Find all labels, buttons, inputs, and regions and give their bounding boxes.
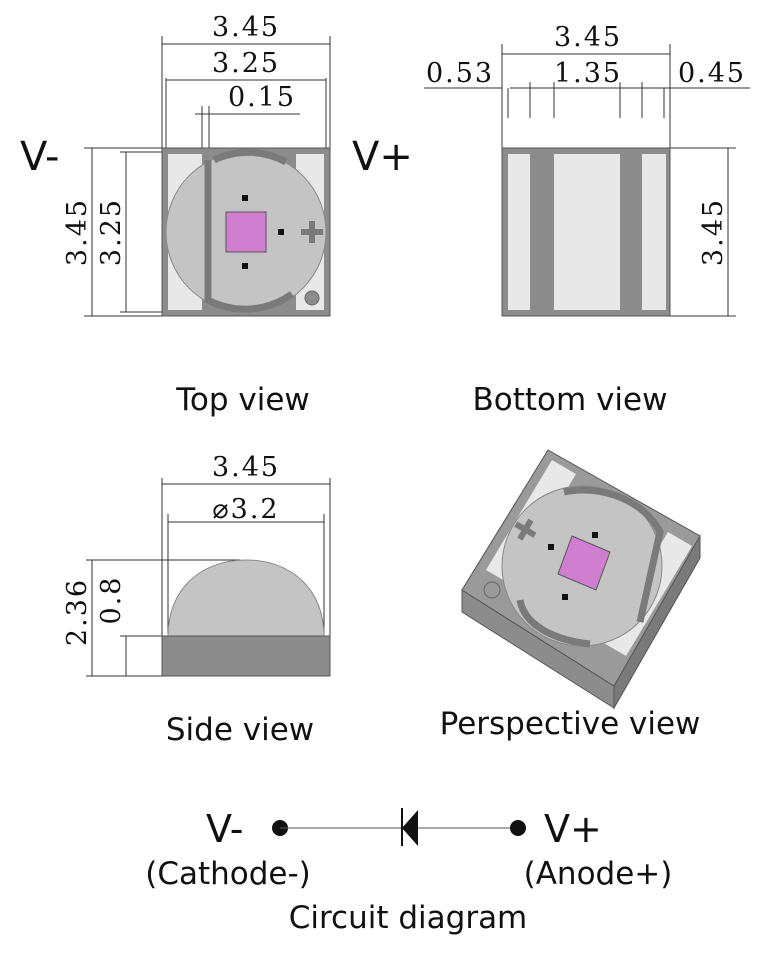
bottom-view: 3.45 0.53 1.35 0.45 3.45 Bottom view — [424, 22, 750, 418]
top-view: 3.45 3.25 0.15 3.45 3.25 V- V+ Top view — [20, 12, 413, 418]
side-view: 3.45 ⌀3.2 2.36 0.8 Side view — [62, 452, 331, 748]
side-package-base — [161, 635, 331, 677]
side-lens-dome — [167, 559, 325, 637]
bottom-dim-height: 3.45 — [698, 198, 729, 266]
circuit-diagram: V- V+ (Cathode-) (Anode+) Circuit diagra… — [145, 807, 672, 936]
persp-chip-dot-3 — [562, 594, 568, 600]
perspective-view: Perspective view — [440, 449, 701, 742]
side-dim-width: 3.45 — [212, 452, 280, 483]
circuit-cathode-label: (Cathode-) — [145, 856, 311, 892]
top-dim-height-outer: 3.45 — [62, 198, 93, 266]
side-view-label: Side view — [166, 712, 314, 748]
top-chip-dot-top — [242, 195, 248, 201]
top-pin-label-right: V+ — [352, 134, 413, 180]
top-dim-gap: 0.15 — [228, 82, 296, 113]
bottom-dim-width: 3.45 — [554, 22, 622, 53]
persp-chip-dot-1 — [548, 544, 554, 550]
plus-icon — [301, 221, 323, 243]
side-dim-dome: ⌀3.2 — [212, 494, 279, 525]
persp-bond-wire-top — [563, 486, 664, 623]
top-pin-label-left: V- — [20, 134, 59, 180]
circuit-anode-symbol: V+ — [544, 807, 602, 851]
persp-led-chip — [557, 535, 611, 591]
top-polarity-dot — [304, 290, 320, 306]
bottom-view-dimension-lines — [424, 44, 750, 317]
top-bond-wire-arc — [204, 160, 295, 313]
side-dim-total-height: 2.36 — [62, 578, 93, 646]
bottom-pad-right — [642, 154, 666, 310]
top-dim-height-inner: 3.25 — [96, 198, 127, 266]
top-dim-width-outer: 3.45 — [212, 12, 280, 43]
side-view-dimension-lines — [86, 478, 331, 677]
top-chip-dot-bottom — [242, 263, 248, 269]
top-view-label: Top view — [175, 382, 310, 418]
bottom-view-label: Bottom view — [473, 382, 668, 418]
plus-icon — [514, 518, 537, 541]
persp-bond-wire-bottom — [516, 599, 591, 648]
circuit-diagram-label: Circuit diagram — [289, 900, 528, 936]
bottom-dim-left-pad: 0.53 — [426, 58, 494, 89]
side-dim-dome-height: 0.8 — [96, 576, 127, 625]
bottom-dim-right-pad: 0.45 — [678, 58, 746, 89]
persp-chip-dot-2 — [592, 532, 598, 538]
top-chip-dot-right — [278, 229, 284, 235]
bottom-dim-center-pad: 1.35 — [554, 58, 622, 89]
circuit-cathode-symbol: V- — [206, 807, 243, 851]
persp-polarity-dot — [483, 581, 501, 599]
top-dim-width-inner: 3.25 — [212, 48, 280, 79]
circuit-anode-label: (Anode+) — [524, 856, 673, 892]
diode-icon — [402, 810, 418, 846]
circuit-anode-node — [510, 820, 526, 836]
top-led-chip — [225, 211, 267, 253]
top-bond-wire-top — [212, 148, 288, 166]
bottom-pad-left — [508, 154, 530, 310]
bottom-pad-center — [554, 154, 620, 310]
perspective-view-label: Perspective view — [440, 706, 701, 742]
top-view-dimension-lines — [84, 36, 331, 317]
